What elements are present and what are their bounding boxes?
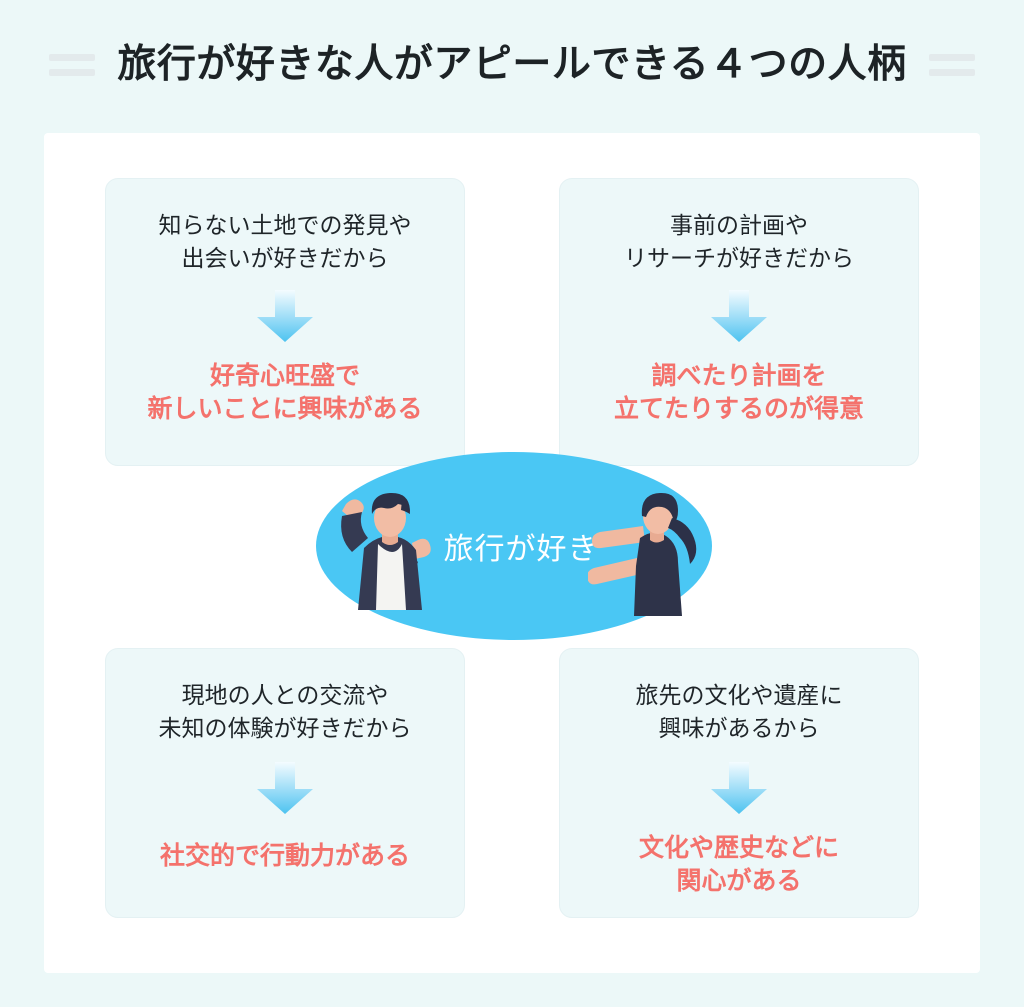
woman-pointing-icon bbox=[588, 492, 697, 616]
page-title: 旅行が好きな人がアピールできる４つの人柄 bbox=[117, 42, 907, 86]
title-dash-left-icon bbox=[49, 54, 96, 76]
down-arrow-icon bbox=[257, 290, 313, 343]
trait-card-top-left: 知らない土地での発見や 出会いが好きだから 好奇心旺盛で 新しいことに興味がある bbox=[105, 178, 465, 466]
down-arrow-icon bbox=[711, 290, 767, 343]
trait-card-bottom-left: 現地の人との交流や 未知の体験が好きだから 社交的で行動力がある bbox=[105, 648, 465, 918]
card-reason-text: 現地の人との交流や 未知の体験が好きだから bbox=[158, 682, 412, 741]
card-trait-text: 好奇心旺盛で 新しいことに興味がある bbox=[147, 362, 423, 424]
down-arrow-icon bbox=[711, 762, 767, 815]
man-cheering-icon bbox=[341, 492, 431, 610]
trait-card-bottom-right: 旅先の文化や遺産に 興味があるから 文化や歴史などに 関心がある bbox=[559, 648, 919, 918]
center-theme-oval: 旅行が好き bbox=[316, 452, 712, 640]
trait-card-top-right: 事前の計画や リサーチが好きだから 調べたり計画を 立てたりするのが得意 bbox=[559, 178, 919, 466]
title-dash-right-icon bbox=[928, 54, 975, 76]
down-arrow-icon bbox=[257, 762, 313, 815]
card-trait-text: 社交的で行動力がある bbox=[159, 842, 410, 871]
card-reason-text: 事前の計画や リサーチが好きだから bbox=[624, 212, 854, 271]
card-reason-text: 知らない土地での発見や 出会いが好きだから bbox=[158, 212, 412, 271]
center-label: 旅行が好き bbox=[443, 533, 599, 566]
card-reason-text: 旅先の文化や遺産に 興味があるから bbox=[635, 682, 843, 741]
page-title-row: 旅行が好きな人がアピールできる４つの人柄 bbox=[0, 30, 1024, 100]
card-trait-text: 調べたり計画を 立てたりするのが得意 bbox=[613, 362, 864, 424]
card-trait-text: 文化や歴史などに 関心がある bbox=[638, 834, 839, 896]
